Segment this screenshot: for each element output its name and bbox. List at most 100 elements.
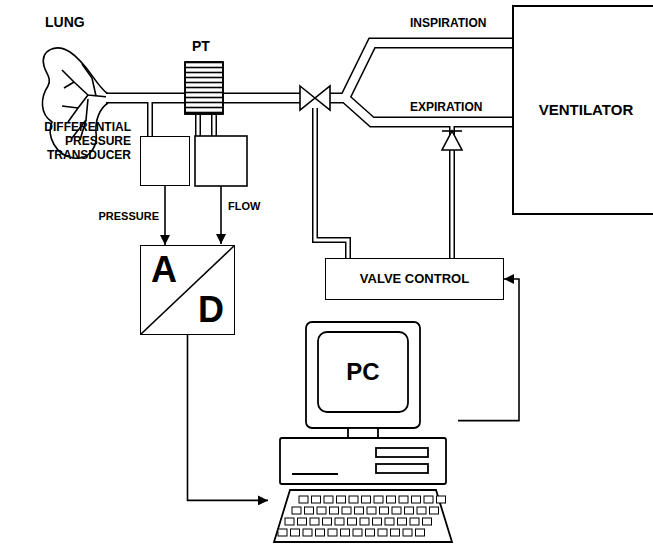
node-text: A bbox=[151, 252, 177, 288]
computer-drawing bbox=[330, 507, 339, 514]
computer-drawing bbox=[405, 507, 414, 514]
computer-drawing bbox=[285, 518, 294, 525]
computer-drawing bbox=[423, 518, 432, 525]
tubing bbox=[106, 43, 512, 258]
node-text: PC bbox=[318, 332, 408, 412]
tube-label: INSPIRATION bbox=[410, 16, 486, 30]
computer-drawing bbox=[305, 507, 314, 514]
computer-drawing bbox=[376, 448, 428, 457]
computer-drawing bbox=[374, 496, 383, 503]
computer-drawing bbox=[362, 496, 371, 503]
ventilator-box: VENTILATOR bbox=[512, 5, 653, 215]
part-label: PT bbox=[192, 38, 210, 54]
computer-drawing bbox=[291, 529, 300, 536]
lung-illustration bbox=[68, 95, 88, 122]
flow-signal-arrow bbox=[220, 186, 222, 244]
node-text: DIFFERENTIAL PRESSURE TRANSDUCER bbox=[6, 121, 131, 162]
computer-drawing bbox=[378, 529, 387, 536]
computer-drawing bbox=[274, 322, 452, 542]
tube-label: EXPIRATION bbox=[410, 100, 482, 114]
computer-drawing bbox=[360, 518, 369, 525]
transducer-box: DIFFERENTIAL PRESSURE TRANSDUCER bbox=[140, 136, 190, 186]
computer-drawing bbox=[324, 496, 333, 503]
computer-drawing bbox=[342, 507, 351, 514]
computer-drawing bbox=[280, 438, 446, 484]
computer-drawing bbox=[310, 518, 319, 525]
computer-drawing bbox=[312, 496, 321, 503]
computer-drawing bbox=[353, 529, 362, 536]
computer-drawing bbox=[391, 529, 400, 536]
inspiratory-valve bbox=[300, 86, 330, 110]
computer-drawing bbox=[410, 518, 419, 525]
converter-box: AD bbox=[140, 245, 235, 335]
lung-illustration bbox=[64, 82, 74, 88]
computer-drawing bbox=[399, 496, 408, 503]
node-text: VALVE CONTROL bbox=[326, 272, 503, 287]
flow-signal-arrow bbox=[220, 186, 222, 244]
computer-drawing bbox=[335, 518, 344, 525]
computer-drawing bbox=[385, 518, 394, 525]
computer-drawing bbox=[367, 507, 376, 514]
lung-illustration bbox=[62, 106, 78, 108]
computer-drawing bbox=[298, 518, 307, 525]
computer-drawing bbox=[274, 490, 452, 542]
signal-label: FLOW bbox=[228, 200, 260, 212]
computer-drawing bbox=[417, 507, 426, 514]
signal-label: PRESSURE bbox=[98, 210, 159, 222]
computer-drawing bbox=[392, 507, 401, 514]
signal-arrow bbox=[458, 279, 519, 421]
valve-control-box: VALVE CONTROL bbox=[325, 258, 504, 300]
computer-drawing bbox=[355, 507, 364, 514]
lung-illustration bbox=[82, 64, 96, 96]
lung-illustration bbox=[62, 70, 108, 97]
computer-drawing bbox=[306, 322, 420, 428]
computer-drawing bbox=[373, 518, 382, 525]
signal-arrow bbox=[188, 335, 269, 500]
pneumotachograph bbox=[185, 62, 223, 114]
computer-drawing bbox=[398, 518, 407, 525]
computer-drawing bbox=[366, 529, 375, 536]
computer-drawing bbox=[348, 518, 357, 525]
part-label: LUNG bbox=[45, 14, 85, 30]
computer-drawing bbox=[337, 496, 346, 503]
computer-drawing bbox=[437, 496, 446, 503]
signal-arrow bbox=[164, 186, 166, 245]
computer-drawing bbox=[416, 529, 425, 536]
computer-drawing bbox=[380, 507, 389, 514]
computer-drawing bbox=[430, 507, 439, 514]
computer-drawing bbox=[292, 473, 338, 475]
computer-drawing bbox=[292, 507, 301, 514]
computer-drawing bbox=[278, 529, 287, 536]
expiratory-valve bbox=[442, 131, 462, 150]
inspiratory-valve bbox=[300, 86, 330, 110]
computer-drawing bbox=[328, 529, 337, 536]
computer-drawing bbox=[376, 464, 428, 473]
tubing bbox=[106, 43, 512, 122]
pneumotachograph bbox=[185, 62, 223, 114]
flow-transducer bbox=[195, 136, 247, 186]
computer-drawing bbox=[317, 507, 326, 514]
computer-drawing bbox=[412, 496, 421, 503]
computer-drawing bbox=[341, 529, 350, 536]
computer-drawing bbox=[268, 318, 458, 546]
node-text: VENTILATOR bbox=[514, 101, 653, 118]
computer-drawing bbox=[299, 496, 308, 503]
computer-drawing bbox=[303, 529, 312, 536]
computer-drawing bbox=[349, 496, 358, 503]
tubing bbox=[315, 108, 452, 258]
computer: PC bbox=[268, 318, 458, 546]
flow-transducer bbox=[195, 136, 247, 186]
computer-drawing bbox=[323, 518, 332, 525]
tubing bbox=[106, 43, 512, 122]
node-text: D bbox=[198, 292, 224, 328]
computer-drawing bbox=[387, 496, 396, 503]
computer-drawing bbox=[316, 529, 325, 536]
computer-drawing bbox=[348, 428, 378, 438]
expiratory-valve bbox=[442, 130, 462, 132]
divider-line bbox=[141, 246, 234, 334]
expiratory-valve bbox=[442, 131, 462, 150]
computer-drawing bbox=[424, 496, 433, 503]
computer-drawing bbox=[403, 529, 412, 536]
pneumotachograph bbox=[185, 62, 223, 114]
